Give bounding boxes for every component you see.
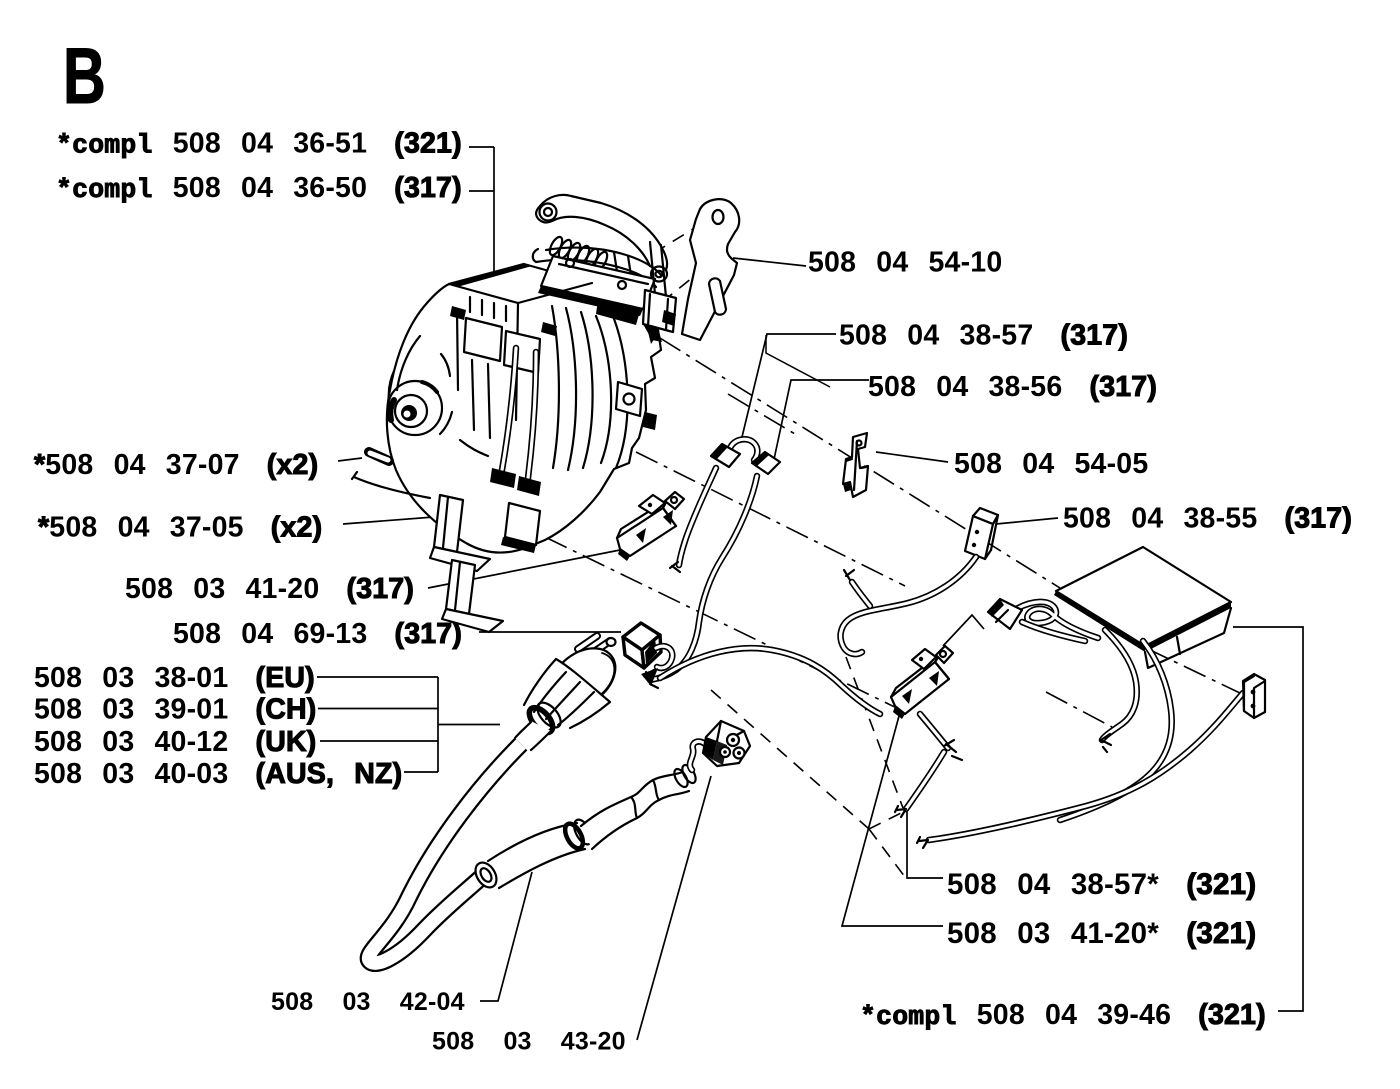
svg-text:*508 04 37-07 (x2): *508 04 37-07 (x2) xyxy=(34,449,318,481)
svg-text:508 03 41-20 (317): 508 03 41-20 (317) xyxy=(125,573,414,605)
svg-text:508 04 38-57 (317): 508 04 38-57 (317) xyxy=(839,319,1128,351)
svg-text:508 03 43-20: 508 03 43-20 xyxy=(432,1028,626,1056)
svg-text:508 04 54-05: 508 04 54-05 xyxy=(954,448,1148,480)
svg-text:508 04 38-56 (317): 508 04 38-56 (317) xyxy=(868,371,1157,403)
svg-text:508 04 38-57* (321): 508 04 38-57* (321) xyxy=(947,868,1256,901)
svg-text:*508 04 37-05 (x2): *508 04 37-05 (x2) xyxy=(38,512,322,544)
svg-text:*compl 508 04 36-50 (317): *compl 508 04 36-50 (317) xyxy=(56,172,462,205)
svg-text:B: B xyxy=(63,32,106,120)
svg-text:508 03 40-12 (UK): 508 03 40-12 (UK) xyxy=(34,726,316,758)
svg-text:508 04 54-10: 508 04 54-10 xyxy=(808,247,1002,279)
svg-text:508 03 40-03 (AUS, NZ): 508 03 40-03 (AUS, NZ) xyxy=(34,758,402,790)
svg-text:508 04 38-55 (317): 508 04 38-55 (317) xyxy=(1063,503,1352,535)
svg-text:508 03 42-04: 508 03 42-04 xyxy=(271,988,465,1016)
svg-text:508 04 69-13 (317): 508 04 69-13 (317) xyxy=(173,618,462,650)
svg-text:508 03 41-20* (321): 508 03 41-20* (321) xyxy=(947,917,1256,950)
svg-text:*compl 508 04 39-46 (321): *compl 508 04 39-46 (321) xyxy=(860,999,1266,1032)
svg-text:508 03 38-01 (EU): 508 03 38-01 (EU) xyxy=(34,662,315,694)
svg-text:508 03 39-01 (CH): 508 03 39-01 (CH) xyxy=(34,694,316,726)
svg-text:*compl 508 04 36-51 (321): *compl 508 04 36-51 (321) xyxy=(56,128,462,161)
